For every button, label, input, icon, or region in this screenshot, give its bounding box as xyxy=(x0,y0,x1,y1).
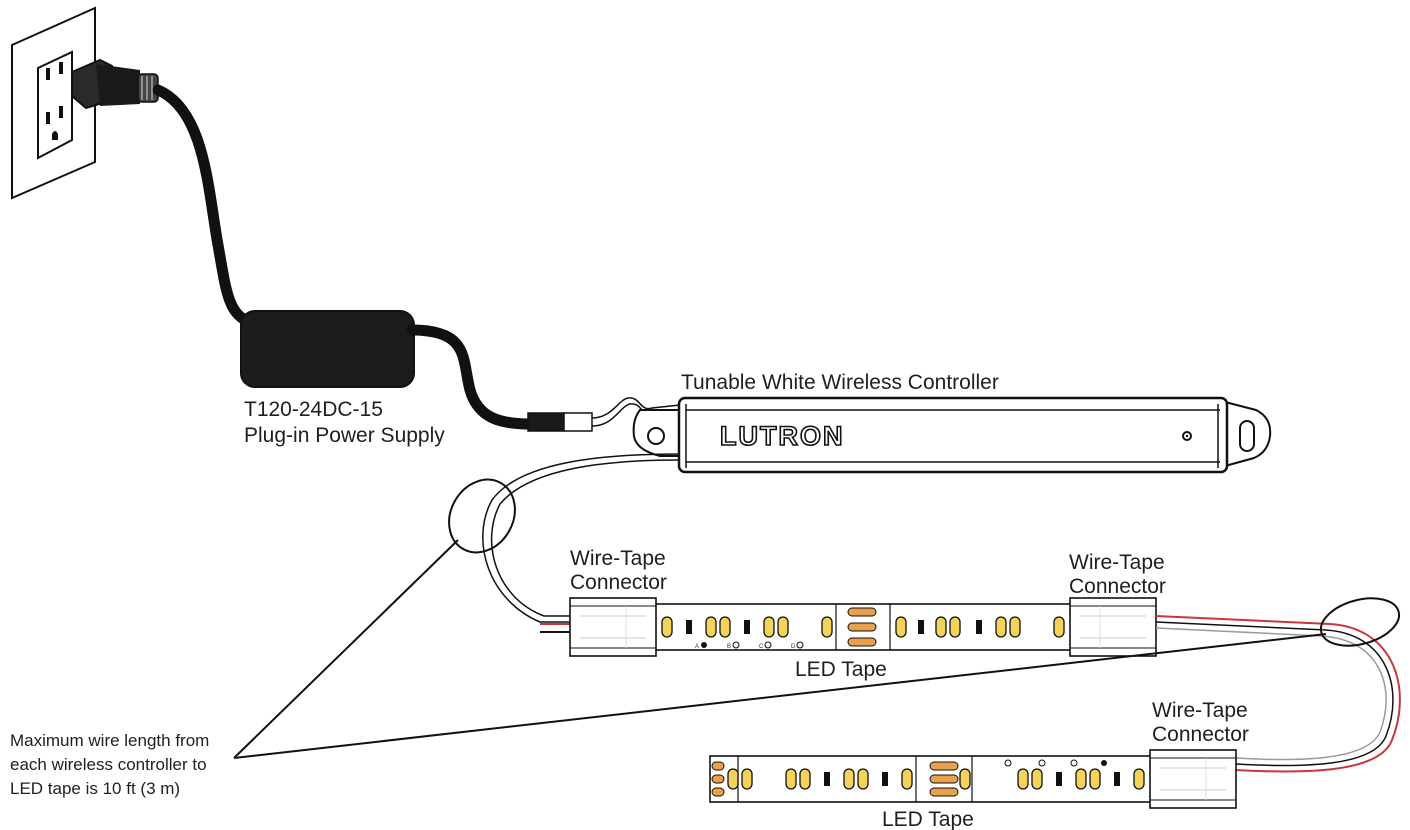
dc-cord xyxy=(406,324,536,430)
power-supply-model-label: T120-24DC-15 xyxy=(244,398,383,421)
wireless-controller xyxy=(632,396,1272,474)
power-supply-box xyxy=(240,310,415,388)
led-tape-1-label: LED Tape xyxy=(795,658,887,681)
controller-label: Tunable White Wireless Controller xyxy=(681,371,999,394)
wire-tape-connector-3 xyxy=(1149,749,1237,809)
ac-cord xyxy=(152,84,256,328)
note-line-1: Maximum wire length from xyxy=(10,731,209,750)
tape-mark-c: C xyxy=(759,644,764,650)
brand-logo: LUTRON xyxy=(720,421,844,451)
power-plug xyxy=(71,58,159,110)
wall-outlet xyxy=(11,6,96,200)
tape-mark-d: D xyxy=(791,644,796,650)
callout-circle-2 xyxy=(1319,597,1401,647)
jumper-wire xyxy=(1155,615,1401,773)
connector-1-label-line1: Wire-Tape xyxy=(570,547,666,570)
note-line-3: LED tape is 10 ft (3 m) xyxy=(10,779,180,798)
callout-pointer-1 xyxy=(233,539,459,759)
wire-tape-connector-2 xyxy=(1069,597,1157,657)
callout-pointer-2 xyxy=(233,633,1327,759)
led-tape-1: A B C D xyxy=(651,603,1075,651)
tape-mark-b: B xyxy=(727,644,731,650)
output-wire xyxy=(482,453,681,623)
connector-3-label-line1: Wire-Tape xyxy=(1152,699,1248,722)
connector-2-label-line2: Connector xyxy=(1069,575,1166,598)
led-tape-2-label: LED Tape xyxy=(882,808,974,830)
connector-1-label-line2: Connector xyxy=(570,571,667,594)
dc-connector xyxy=(527,397,681,432)
wire-tape-connector-1 xyxy=(569,597,657,657)
connector-2-label-line1: Wire-Tape xyxy=(1069,551,1165,574)
connector-3-label-line2: Connector xyxy=(1152,723,1249,746)
note-line-2: each wireless controller to xyxy=(10,755,207,774)
tape-mark-a: A xyxy=(695,644,699,650)
led-tape-2 xyxy=(709,755,1155,803)
power-supply-name-label: Plug-in Power Supply xyxy=(244,424,445,447)
callout-circle-1 xyxy=(448,478,516,554)
